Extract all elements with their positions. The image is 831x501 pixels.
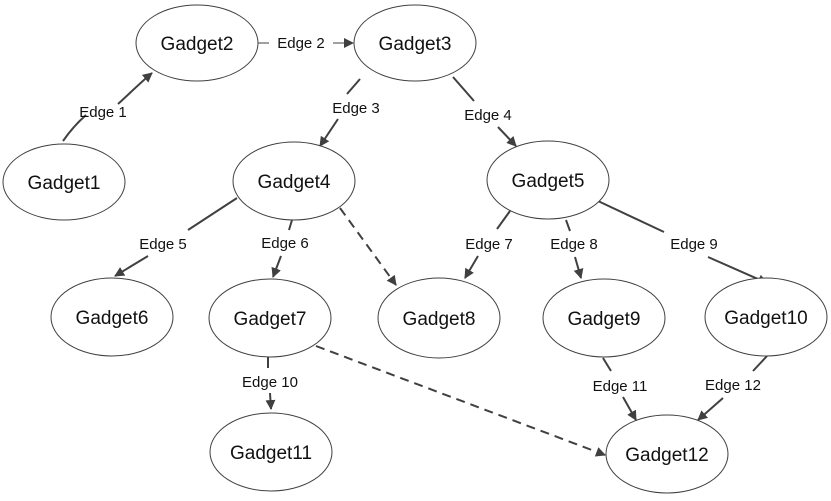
edge-dashed-gadget7-gadget12[interactable] (315, 345, 606, 457)
edge-4[interactable]: Edge 4 (452, 76, 516, 146)
edges: Edge 1 Edge 2 Edge 3 Edge 4 Edge 5 Edge … (62, 35, 768, 457)
edge-6-label: Edge 6 (261, 235, 309, 252)
edge-8-line[interactable] (565, 219, 581, 278)
node-gadget3-label: Gadget3 (379, 34, 452, 55)
node-gadget10[interactable]: Gadget10 (704, 277, 828, 357)
edge-1-label: Edge 1 (79, 104, 127, 121)
edge-12-line[interactable] (698, 355, 768, 420)
edge-12-label: Edge 12 (705, 377, 761, 394)
edge-dashed-gadget4-gadget8[interactable] (339, 207, 397, 286)
edge-5-line[interactable] (115, 197, 238, 276)
node-gadget9[interactable]: Gadget9 (542, 278, 666, 358)
node-gadget11[interactable]: Gadget11 (209, 412, 333, 492)
edge-2-label: Edge 2 (277, 35, 325, 52)
edge-9[interactable]: Edge 9 (597, 200, 767, 283)
edge-11[interactable]: Edge 11 (593, 357, 648, 420)
dashed-line-gadget4-gadget8[interactable] (339, 207, 397, 286)
edge-3-line[interactable] (320, 78, 361, 146)
node-gadget12[interactable]: Gadget12 (605, 414, 729, 494)
node-gadget2-label: Gadget2 (161, 34, 234, 55)
node-gadget8[interactable]: Gadget8 (377, 277, 501, 359)
node-gadget7[interactable]: Gadget7 (208, 278, 332, 358)
edge-8-label: Edge 8 (550, 236, 598, 253)
node-gadget5[interactable]: Gadget5 (486, 140, 610, 220)
edge-7-line[interactable] (465, 210, 511, 278)
node-gadget10-label: Gadget10 (724, 308, 807, 329)
node-gadget2[interactable]: Gadget2 (135, 4, 259, 82)
node-gadget4-label: Gadget4 (258, 172, 331, 193)
node-gadget9-label: Gadget9 (568, 309, 641, 330)
nodes: Gadget1 Gadget2 Gadget3 Gadget4 Gadget5 … (2, 4, 828, 494)
edge-6-line[interactable] (273, 219, 293, 277)
edge-5[interactable]: Edge 5 (115, 197, 238, 276)
node-gadget4[interactable]: Gadget4 (232, 141, 356, 221)
node-gadget3[interactable]: Gadget3 (353, 4, 477, 82)
edge-5-label: Edge 5 (139, 236, 187, 253)
node-gadget6-label: Gadget6 (76, 308, 149, 329)
node-gadget12-label: Gadget12 (625, 445, 708, 466)
edge-1-line[interactable] (62, 73, 152, 142)
node-gadget1-label: Gadget1 (28, 173, 101, 194)
edge-4-line[interactable] (452, 76, 516, 146)
edge-4-label: Edge 4 (464, 107, 512, 124)
edge-9-label: Edge 9 (670, 236, 718, 253)
edge-10-label: Edge 10 (242, 374, 298, 391)
edge-3-label: Edge 3 (332, 100, 380, 117)
edge-11-line[interactable] (602, 357, 636, 420)
edge-1[interactable]: Edge 1 (62, 73, 152, 142)
edge-3[interactable]: Edge 3 (320, 78, 380, 146)
node-gadget8-label: Gadget8 (403, 309, 476, 330)
edge-2[interactable]: Edge 2 (257, 35, 353, 52)
edge-8[interactable]: Edge 8 (550, 219, 598, 278)
edge-7[interactable]: Edge 7 (465, 210, 513, 278)
node-gadget1[interactable]: Gadget1 (2, 143, 126, 221)
edge-10[interactable]: Edge 10 (242, 357, 298, 409)
dashed-line-gadget7-gadget12[interactable] (315, 345, 606, 457)
edge-10-line[interactable] (268, 357, 271, 409)
node-gadget5-label: Gadget5 (512, 171, 585, 192)
edge-6[interactable]: Edge 6 (261, 219, 309, 277)
node-gadget7-label: Gadget7 (234, 309, 307, 330)
edge-12[interactable]: Edge 12 (698, 355, 768, 420)
edge-7-label: Edge 7 (465, 236, 513, 253)
node-gadget11-label: Gadget11 (230, 443, 312, 464)
node-gadget6[interactable]: Gadget6 (50, 277, 174, 357)
edge-11-label: Edge 11 (593, 378, 648, 395)
